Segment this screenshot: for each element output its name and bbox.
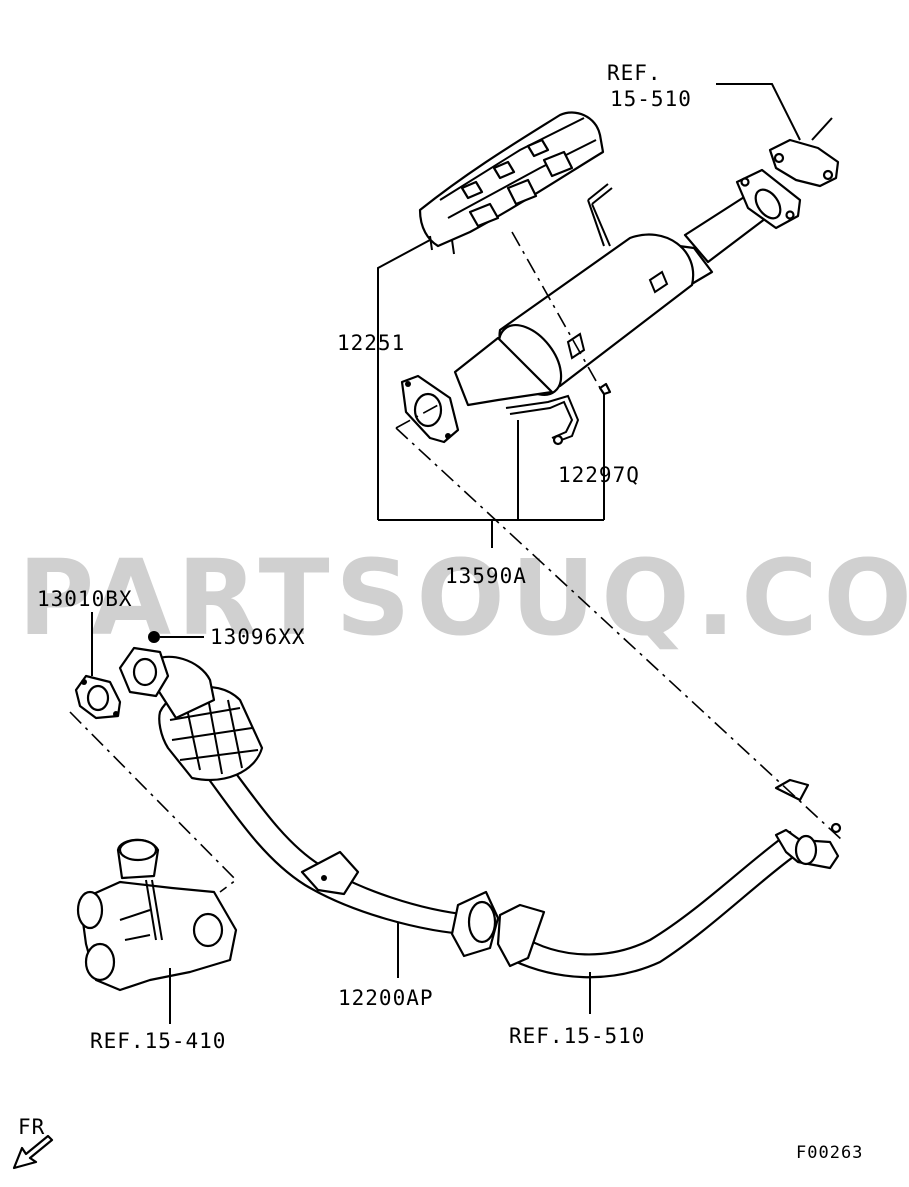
orientation-label: FR (18, 1115, 45, 1139)
label-ref-turbo: REF.15-410 (90, 1029, 226, 1053)
gasket (74, 674, 122, 720)
turbocharger (76, 838, 238, 992)
label-ref-top-line2: 15-510 (610, 87, 692, 111)
label-ref-bottom: REF.15-510 (509, 1024, 645, 1048)
ref-bottom-pipe (496, 778, 842, 979)
label-front-pipe: 12200AP (338, 986, 434, 1010)
front-pipe (118, 646, 500, 958)
leader-lines (91, 83, 801, 1024)
ref-top-flange (768, 117, 840, 188)
catalytic-converter (400, 168, 802, 446)
label-ref-top-line1: REF. (607, 61, 662, 85)
watermark: PARTSOUQ.COM (18, 537, 909, 659)
label-catalyst-assy: 13590A (445, 564, 527, 588)
alignment-lines (69, 231, 843, 893)
label-bolt-clip: 12297Q (558, 463, 640, 487)
label-nut: 13096XX (210, 625, 306, 649)
heat-shield (418, 111, 605, 255)
front-arrow-icon (12, 1134, 54, 1170)
figure-code: F00263 (796, 1143, 863, 1163)
label-heat-shield: 12251 (337, 331, 405, 355)
bolt-clip (598, 382, 612, 396)
label-gasket: 13010BX (37, 587, 133, 611)
nut (148, 631, 160, 643)
